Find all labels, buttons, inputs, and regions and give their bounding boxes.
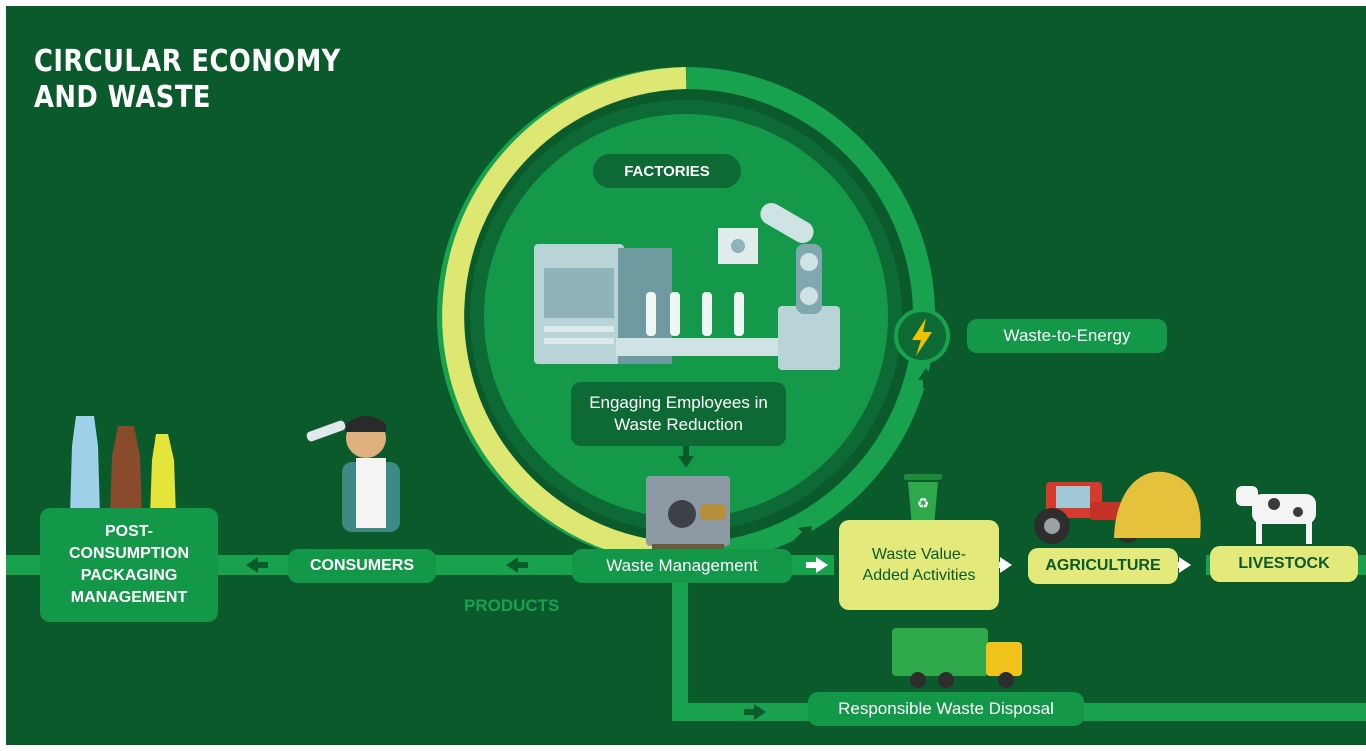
page-title: CIRCULAR ECONOMY AND WASTE xyxy=(34,44,341,116)
diagram-graphics: ♻ xyxy=(6,67,1366,721)
waste-management-label: Waste Management xyxy=(572,549,792,583)
arrow-up-right-icon xyxy=(794,526,812,544)
waste-to-energy-label: Waste-to-Energy xyxy=(967,319,1167,353)
factories-label: FACTORIES xyxy=(593,154,741,188)
garbage-truck-icon xyxy=(892,628,1022,688)
arrow-right-icon xyxy=(806,557,828,573)
arrow-up-icon xyxy=(918,368,934,388)
arrow-down-icon xyxy=(678,446,694,468)
arrow-right-icon xyxy=(1169,557,1191,573)
drinking-man-icon xyxy=(306,416,400,532)
lightning-icon xyxy=(894,308,950,364)
arrow-right-icon xyxy=(990,557,1012,573)
responsible-disposal-label: Responsible Waste Disposal xyxy=(808,692,1084,726)
title-line-1: CIRCULAR ECONOMY xyxy=(34,44,341,79)
products-label: PRODUCTS xyxy=(464,596,560,615)
arrow-left-icon xyxy=(246,557,268,573)
livestock-label: LIVESTOCK xyxy=(1210,546,1358,582)
shredder-icon xyxy=(646,476,730,552)
agriculture-label: AGRICULTURE xyxy=(1028,548,1178,584)
consumers-label: CONSUMERS xyxy=(288,549,436,583)
arrow-left-icon xyxy=(506,557,528,573)
hay-icon xyxy=(1114,471,1201,538)
cow-icon xyxy=(1236,486,1316,544)
engaging-employees-label: Engaging Employees in Waste Reduction xyxy=(571,382,786,446)
diagram-canvas: ♻ xyxy=(6,6,1366,745)
value-added-label: Waste Value-Added Activities xyxy=(839,520,999,610)
post-consumption-label: POST-CONSUMPTION PACKAGING MANAGEMENT xyxy=(40,508,218,622)
recycle-bin-icon: ♻ xyxy=(904,474,942,526)
svg-text:♻: ♻ xyxy=(917,495,930,511)
arrow-right-icon xyxy=(744,704,766,720)
factory-machine-icon xyxy=(534,203,840,370)
title-line-2: AND WASTE xyxy=(34,80,211,115)
bottles-icon xyxy=(70,416,176,516)
flow-arrows xyxy=(246,368,1191,720)
